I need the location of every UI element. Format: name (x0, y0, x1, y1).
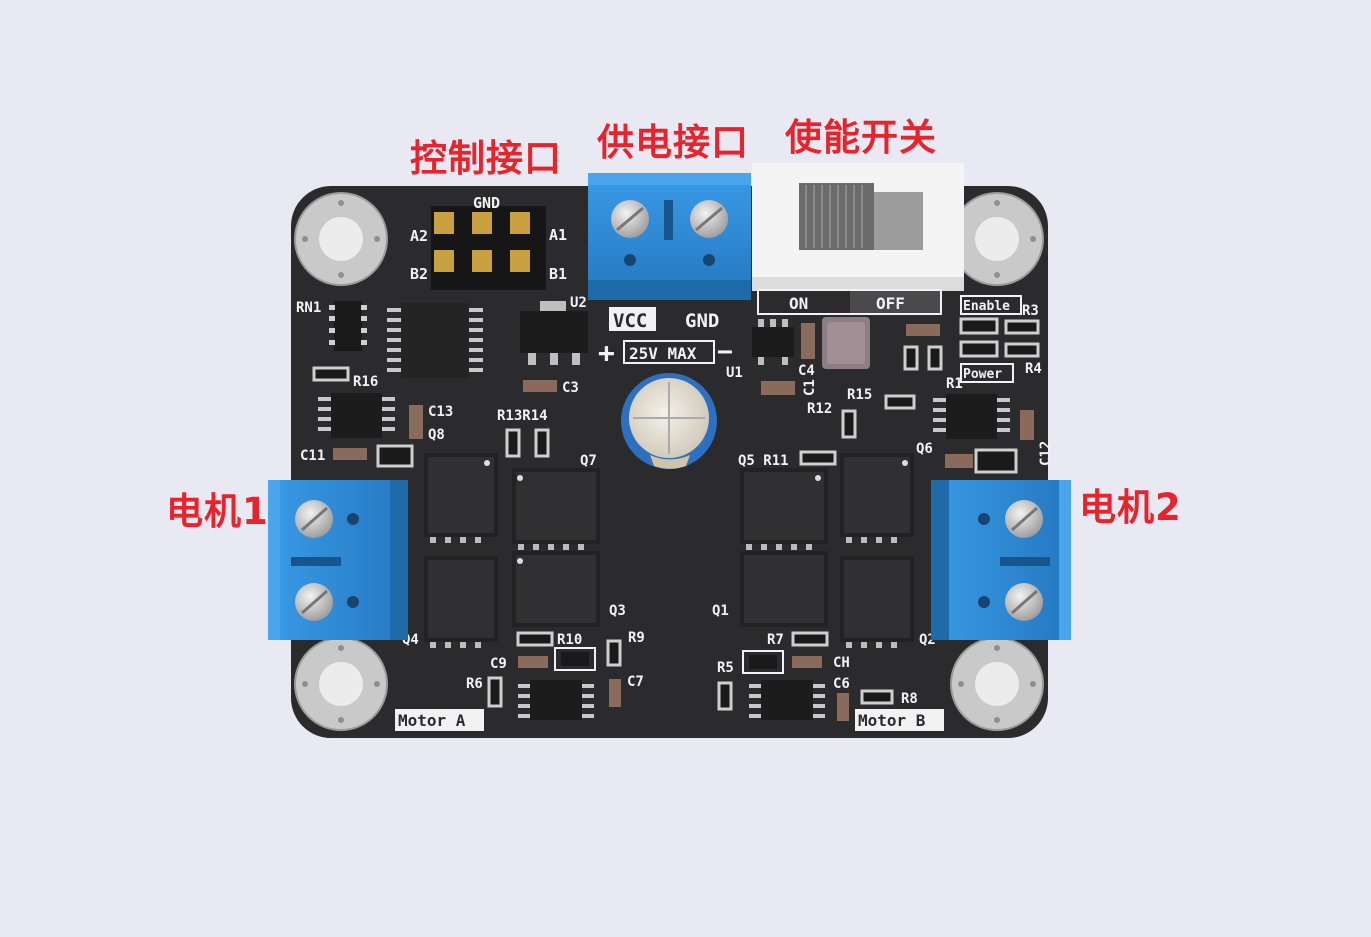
mounting-hole-bottom-left (294, 637, 388, 731)
mosfet-q8 (424, 453, 498, 537)
u2-regulator (520, 301, 588, 365)
refdes-q7: Q7 (580, 453, 597, 469)
refdes-c9: C9 (490, 656, 507, 672)
refdes-r7: R7 (767, 632, 784, 648)
refdes-r12: R12 (807, 401, 832, 417)
refdes-c3: C3 (562, 380, 579, 396)
label-25v-max: 25V MAX (629, 344, 697, 363)
u1-component (752, 327, 794, 357)
refdes-r10: R10 (557, 632, 582, 648)
label-plus: + (598, 336, 615, 369)
refdes-u2: U2 (570, 295, 587, 311)
callout-control-interface: 控制接口 (410, 137, 562, 180)
mosfet-q7 (512, 468, 600, 544)
mosfet-q1 (740, 551, 828, 627)
gate-driver-ic-left (318, 393, 395, 438)
refdes-r15: R15 (847, 387, 872, 403)
refdes-r5: R5 (717, 660, 734, 676)
refdes-q1: Q1 (712, 603, 729, 619)
label-a2: A2 (410, 227, 428, 245)
current-sense-ic-a (518, 680, 594, 720)
label-switch-off: OFF (876, 294, 905, 313)
refdes-r8: R8 (901, 691, 918, 707)
refdes-c1: C1 (802, 379, 818, 396)
mounting-hole-bottom-right (950, 637, 1044, 731)
label-minus: − (717, 337, 733, 367)
callout-motor2: 电机2 (1079, 486, 1182, 529)
refdes-c13: C13 (428, 404, 453, 420)
gate-driver-ic-right (933, 394, 1010, 439)
label-gnd-power: GND (685, 310, 719, 332)
refdes-c4: C4 (798, 363, 815, 379)
callout-power-input: 供电接口 (597, 121, 749, 164)
refdes-q6: Q6 (916, 441, 933, 457)
refdes-r9: R9 (628, 630, 645, 646)
refdes-u1: U1 (726, 365, 743, 381)
refdes-c11: C11 (300, 448, 325, 464)
controller-ic (387, 303, 483, 378)
label-enable: Enable (963, 299, 1010, 314)
label-motor-b: Motor B (858, 711, 926, 730)
power-terminal-block (588, 173, 751, 300)
callout-enable-switch: 使能开关 (785, 116, 937, 159)
refdes-c6: C6 (833, 676, 850, 692)
label-b1: B1 (549, 265, 567, 283)
mounting-hole-top-right (950, 192, 1044, 286)
mounting-hole-top-left (294, 192, 388, 286)
label-switch-on: ON (789, 294, 808, 313)
motor1-terminal-block (268, 480, 408, 640)
mosfet-q6 (840, 453, 914, 537)
refdes-q5r11: Q5 R11 (738, 453, 789, 469)
enable-slide-switch (752, 163, 964, 315)
label-b2: B2 (410, 265, 428, 283)
refdes-q8: Q8 (428, 427, 445, 443)
refdes-r13r14: R13R14 (497, 408, 548, 424)
mosfet-q2 (840, 556, 914, 642)
mosfet-q4 (424, 556, 498, 642)
label-vcc: VCC (613, 310, 647, 332)
label-gnd-header: GND (473, 194, 500, 212)
motor2-terminal-block (931, 480, 1071, 640)
refdes-r6: R6 (466, 676, 483, 692)
refdes-c12: C12 (1038, 441, 1054, 466)
electrolytic-capacitor (621, 373, 717, 469)
refdes-r4: R4 (1025, 361, 1042, 377)
refdes-r16: R16 (353, 374, 378, 390)
refdes-r3: R3 (1022, 303, 1039, 319)
refdes-r1: R1 (946, 376, 963, 392)
label-a1: A1 (549, 226, 567, 244)
control-header (431, 206, 546, 290)
mosfet-q5 (740, 468, 828, 544)
refdes-q3: Q3 (609, 603, 626, 619)
label-motor-a: Motor A (398, 711, 466, 730)
rn1-component (334, 301, 362, 351)
callout-motor1: 电机1 (166, 490, 269, 533)
refdes-ch: CH (833, 655, 850, 671)
refdes-rn1: RN1 (296, 300, 321, 316)
label-power: Power (963, 367, 1002, 382)
refdes-c7: C7 (627, 674, 644, 690)
mosfet-q3 (512, 551, 600, 627)
current-sense-ic-b (749, 680, 825, 720)
